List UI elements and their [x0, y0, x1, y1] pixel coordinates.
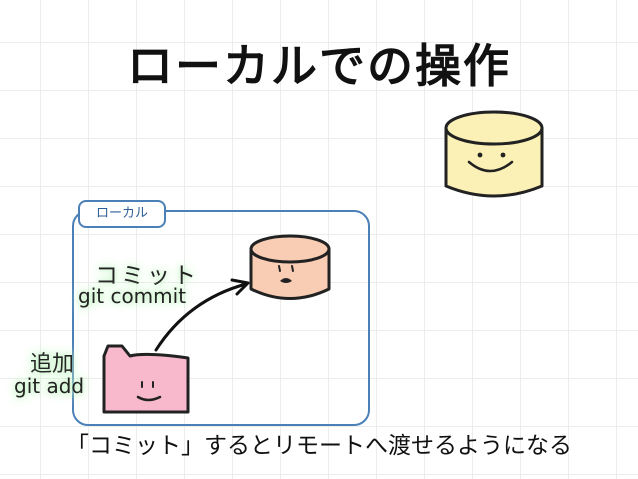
local-repository-icon	[249, 234, 331, 300]
commit-label: コミット	[95, 263, 199, 289]
add-label: 追加	[30, 352, 75, 377]
remote-repository-icon	[444, 110, 544, 198]
local-region	[72, 210, 370, 426]
commit-arrow	[154, 278, 250, 352]
commit-command: git commit	[78, 284, 187, 308]
folder-icon	[102, 344, 190, 414]
add-command: git add	[14, 374, 85, 398]
slide-title: ローカルでの操作	[127, 39, 511, 93]
caption-text: 「コミット」するとリモートへ渡せるようになる	[66, 433, 572, 459]
local-region-label: ローカル	[78, 200, 166, 228]
